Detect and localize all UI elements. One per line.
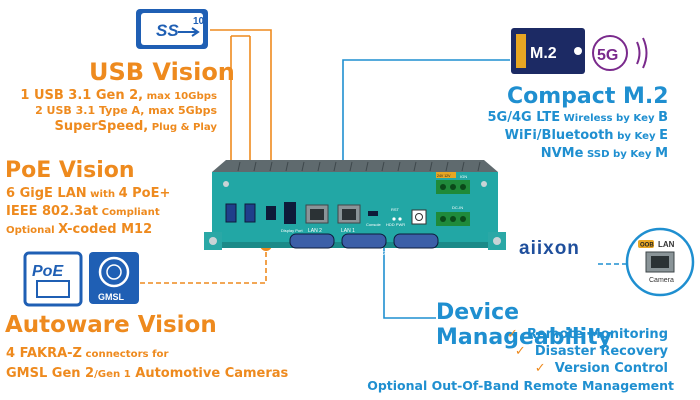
usb-logo-num: 10 [193, 16, 205, 27]
check-icon: ✓ [514, 344, 526, 359]
autoware-vision-title: Autoware Vision [5, 312, 217, 338]
poe-icon: PoE [23, 251, 83, 307]
rst-label: RST [391, 207, 400, 212]
poe-line-1a: 6 GigE LAN [6, 186, 87, 201]
poe-line-3a: Optional [6, 225, 59, 236]
camera-label: LAN [658, 240, 675, 249]
terminal-blocks: 24V 12V IGN DC-IN [436, 172, 470, 226]
usb-line-3b: Plug & Play [148, 122, 217, 133]
poe-line-3b: X-coded M12 [58, 222, 153, 237]
m2-title: Compact M.2 [507, 84, 669, 109]
ign-label: IGN [460, 174, 467, 179]
m2-line-2b: by Key [613, 131, 660, 142]
check-icon: ✓ [507, 327, 518, 342]
usb-ports [225, 203, 276, 223]
display-port-label: Display Port [281, 228, 303, 233]
manage-item: ✓ Version Control [507, 360, 668, 377]
manage-item-label: Remote Monitoring [526, 327, 668, 342]
m2-line-3c: M [655, 146, 668, 161]
gmsl-connector-line [140, 245, 267, 284]
poe-line-1: 6 GigE LAN with 4 PoE+ [6, 186, 170, 201]
autoware-line-2c: Automotive Cameras [130, 366, 289, 381]
poe-vision-title: PoE Vision [5, 158, 135, 183]
m2-line-3a: NVMe [540, 146, 584, 161]
poe-line-2a: IEEE 802.3at [6, 204, 99, 219]
lan-ports: LAN 2 LAN 1 [305, 204, 361, 234]
usb-vision-title: USB Vision [89, 58, 235, 86]
autoware-line-2b: /Gen 1 [94, 369, 131, 380]
m2-connector-line [342, 59, 510, 189]
com1-label: COM 1 [318, 251, 334, 257]
manage-item: ✓ Disaster Recovery [507, 343, 668, 360]
m2-chip-icon: M.2 [511, 28, 585, 74]
m2-line-1b: Wireless by Key [560, 113, 659, 124]
usb-line-1b: max 10Gbps [143, 91, 217, 102]
check-icon: ✓ [534, 361, 546, 376]
manage-item-label: Disaster Recovery [534, 344, 668, 359]
autoware-line-2a: GMSL Gen 2 [6, 366, 95, 381]
poe-line-1c: 4 PoE+ [118, 186, 171, 201]
m2-line-3b: SSD by Key [583, 149, 656, 160]
poe-icon-text: PoE [32, 263, 64, 280]
dc-in-label: DC-IN [452, 205, 463, 210]
m2-chip-label: M.2 [530, 45, 557, 62]
usb-superspeed-icon: SS 10 [136, 9, 208, 49]
m2-line-1a: 5G/4G LTE [487, 110, 561, 125]
manage-footer: Optional Out-Of-Band Remote Management [367, 378, 674, 393]
poe-line-2: IEEE 802.3at Compliant [6, 204, 160, 219]
gmsl-icon: GMSL [89, 252, 139, 304]
usb-line-2: 2 USB 3.1 Type A, max 5Gbps [35, 104, 217, 117]
camera-sub: Camera [649, 277, 674, 284]
autoware-line-1: 4 FAKRA-Z connectors for [6, 346, 168, 361]
usb-line-3: SuperSpeed, Plug & Play [0, 119, 217, 134]
console-label: Console [366, 222, 381, 227]
aiixon-logo: aiixon [519, 238, 580, 259]
5g-icon: 5G [592, 35, 648, 71]
gpio-label: GPIO [418, 251, 431, 257]
m2-line-1c: B [658, 110, 668, 125]
autoware-line-1a: 4 FAKRA-Z [6, 346, 82, 361]
usb-line-1a: 1 USB 3.1 Gen 2, [20, 88, 144, 103]
camera-lan-icon: OOB LAN Camera [625, 227, 695, 297]
serial-ports: COM 1 COM 2 GPIO [289, 233, 439, 257]
m2-line-1: 5G/4G LTE Wireless by Key B [488, 110, 669, 125]
ign-tag-label: 24V 12V [437, 174, 451, 178]
gmsl-icon-text: GMSL [98, 292, 125, 302]
display-port: Display Port [281, 202, 303, 233]
lan1-label: LAN 1 [341, 228, 355, 234]
manage-title: Device Manageability [436, 300, 612, 350]
m2-line-2a: WiFi/Bluetooth [504, 128, 614, 143]
console-area: Console RST HDD PWR [366, 207, 427, 227]
m2-line-2c: E [659, 128, 668, 143]
manage-item-label: Version Control [554, 361, 668, 376]
usb-line-3a: SuperSpeed, [54, 119, 149, 134]
camera-tag: OOB [640, 243, 654, 249]
autoware-line-1b: connectors for [82, 349, 169, 360]
hdd-pwr-label: HDD PWR [386, 222, 405, 227]
autoware-line-2: GMSL Gen 2/Gen 1 Automotive Cameras [6, 366, 288, 381]
5g-badge-text: 5G [597, 47, 618, 64]
m2-line-2: WiFi/Bluetooth by Key E [505, 128, 668, 143]
m2-line-3: NVMe SSD by Key M [541, 146, 668, 161]
poe-line-3: Optional X-coded M12 [6, 222, 152, 237]
com2-label: COM 2 [370, 251, 386, 257]
poe-line-1b: with [86, 189, 119, 200]
manage-item: ✓ Remote Monitoring [507, 326, 668, 343]
lan2-label: LAN 2 [308, 228, 322, 234]
usb-line-1: 1 USB 3.1 Gen 2, max 10Gbps [0, 88, 217, 103]
poe-line-2b: Compliant [98, 207, 160, 218]
usb-logo-text: SS [156, 21, 179, 40]
manage-list: ✓ Remote Monitoring ✓ Disaster Recovery … [507, 326, 668, 377]
